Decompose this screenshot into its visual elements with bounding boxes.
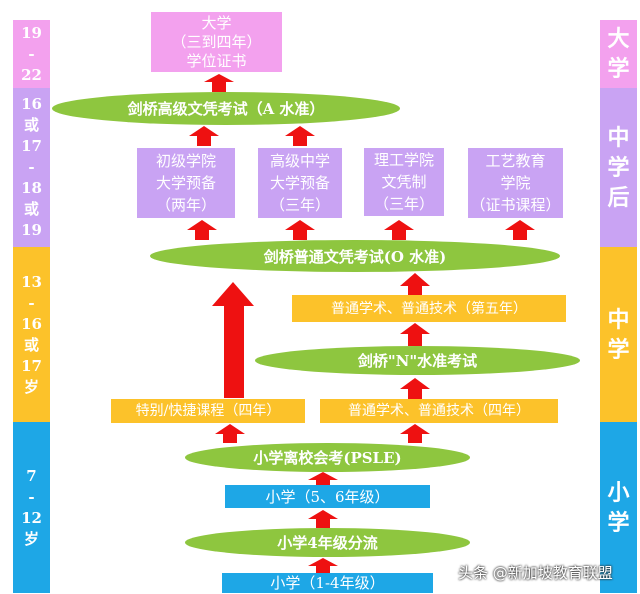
stage-text: 学 <box>607 56 630 82</box>
n-level-exam: 剑桥"N"水准考试 <box>255 346 580 375</box>
arrow-up-icon <box>215 424 245 443</box>
stage-post-secondary: 中学后 <box>600 88 637 247</box>
stage-text: 中 <box>607 124 630 151</box>
stage-primary: 小学 <box>600 422 637 593</box>
express-course-box: 特别/快捷课程（四年） <box>111 399 305 423</box>
age-text: 22 <box>21 65 42 84</box>
box-text: 初级学院 <box>155 152 216 170</box>
stage-secondary: 中学 <box>600 247 637 422</box>
arrow-up-icon <box>384 220 414 240</box>
box-text: 学院 <box>500 174 531 192</box>
box-text: （三年） <box>373 195 434 213</box>
age-text: 12 <box>21 508 42 527</box>
age-text: 16 <box>21 314 42 333</box>
streaming-exam: 小学4年级分流 <box>185 528 470 557</box>
exam-label: 剑桥"N"水准考试 <box>357 352 478 370</box>
age-text: 17 <box>21 356 42 375</box>
o-level-exam: 剑桥普通文凭考试(O 水准) <box>150 240 560 272</box>
age-text: 19 <box>21 23 42 42</box>
age-text: 13 <box>21 272 42 291</box>
stage-text: 小 <box>607 479 630 506</box>
box-text: 大学预备 <box>269 174 330 192</box>
age-text: 岁 <box>23 377 39 396</box>
age-text: 18 <box>21 179 42 197</box>
university-box: 大学（三到四年）学位证书 <box>151 12 282 72</box>
box-text: 高级中学 <box>269 152 330 170</box>
age-19-22: 19 - 22 <box>13 20 50 88</box>
stage-text: 学 <box>607 336 630 363</box>
arrow-up-icon <box>505 220 535 240</box>
age-text: 或 <box>23 335 39 354</box>
stage-text: 大 <box>607 26 630 52</box>
box-text: 普通学术、普通技术（四年） <box>348 403 530 419</box>
box-text: 理工学院 <box>373 151 434 169</box>
arrow-up-icon <box>400 378 430 399</box>
age-text: 或 <box>23 200 39 218</box>
stage-text: 学 <box>607 154 630 181</box>
normal-year5-box: 普通学术、普通技术（第五年） <box>292 295 566 322</box>
box-text: 文凭制 <box>381 173 427 191</box>
arrow-up-icon <box>308 472 338 485</box>
box-text: 普通学术、普通技术（第五年） <box>331 300 527 317</box>
age-text: - <box>28 158 35 176</box>
centralised-institute-box: 高级中学大学预备 （三年） <box>258 148 342 218</box>
age-text: - <box>28 487 35 506</box>
box-text: 学位证书 <box>186 51 247 70</box>
psle-exam: 小学离校会考(PSLE) <box>185 443 470 472</box>
age-text: 岁 <box>23 529 39 548</box>
box-text: （三到四年） <box>171 32 262 51</box>
arrow-up-icon <box>189 126 219 146</box>
exam-label: 剑桥普通文凭考试(O 水准) <box>263 247 447 266</box>
age-text: - <box>28 293 35 312</box>
age-16-19: 16 或 17 - 18 或 19 <box>13 88 50 247</box>
box-text: 小学（1-4年级） <box>270 574 385 592</box>
stage-university: 大学 <box>600 20 637 88</box>
arrow-up-icon <box>285 220 315 240</box>
arrow-up-icon <box>285 126 315 146</box>
ite-box: 工艺教育学院 （证书课程） <box>468 148 563 218</box>
arrow-up-icon <box>187 220 217 240</box>
stage-text: 中 <box>607 306 630 333</box>
age-text: 17 <box>21 137 42 155</box>
exam-label: 小学4年级分流 <box>277 534 378 552</box>
box-text: 小学（5、6年级） <box>265 487 390 506</box>
exam-label: 小学离校会考(PSLE) <box>253 449 402 467</box>
stage-text: 后 <box>607 184 630 211</box>
box-text: 大学预备 <box>155 174 216 192</box>
age-7-12: 7 - 12 岁 <box>13 422 50 593</box>
box-text: （证书课程） <box>470 196 561 214</box>
primary-1-4-box: 小学（1-4年级） <box>222 573 433 593</box>
arrow-up-icon <box>308 558 338 573</box>
box-text: 特别/快捷课程（四年） <box>135 403 281 419</box>
age-text: 16 <box>21 95 42 113</box>
watermark: 头条 @新加坡教育联盟 <box>458 564 613 582</box>
a-level-exam: 剑桥高级文凭考试（A 水准） <box>52 92 400 125</box>
arrow-up-icon <box>204 74 234 92</box>
box-text: 大学 <box>201 13 232 32</box>
box-text: 工艺教育 <box>485 152 546 170</box>
age-text: 19 <box>21 221 42 239</box>
exam-label: 剑桥高级文凭考试（A 水准） <box>127 100 325 118</box>
normal-4yr-box: 普通学术、普通技术（四年） <box>320 399 558 423</box>
arrow-up-icon <box>400 323 430 346</box>
age-text: 或 <box>23 116 39 134</box>
box-text: （三年） <box>269 196 330 214</box>
arrow-up-icon <box>308 510 338 528</box>
arrow-up-icon <box>400 273 430 295</box>
primary-5-6-box: 小学（5、6年级） <box>225 485 430 508</box>
box-text: （两年） <box>155 196 216 214</box>
arrow-up-icon <box>400 424 430 443</box>
polytechnic-box: 理工学院文凭制 （三年） <box>364 148 444 216</box>
age-13-17: 13 - 16 或 17 岁 <box>13 247 50 422</box>
age-text: - <box>28 44 35 63</box>
big-arrow-up-icon <box>212 282 254 398</box>
junior-college-box: 初级学院大学预备 （两年） <box>137 148 235 218</box>
age-text: 7 <box>26 466 37 485</box>
stage-text: 学 <box>607 509 630 536</box>
